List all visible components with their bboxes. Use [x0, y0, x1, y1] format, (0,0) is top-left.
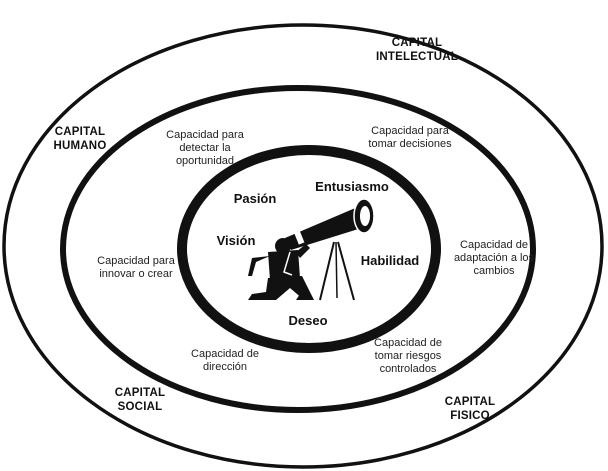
- outer-ellipse: [2, 23, 604, 469]
- label-vision: Visión: [216, 233, 256, 248]
- person-with-telescope-icon: [248, 198, 375, 301]
- label-tomar-riesgos: Capacidad de tomar riesgos controlados: [374, 337, 442, 375]
- label-entusiasmo: Entusiasmo: [315, 179, 389, 194]
- label-adaptacion-cambios: Capacidad de adaptación a los cambios: [453, 239, 535, 277]
- inner-ellipse: [177, 145, 441, 353]
- middle-ellipse: [60, 85, 536, 413]
- label-direccion: Capacidad de dirección: [191, 348, 259, 373]
- label-innovar-crear: Capacidad para innovar o crear: [97, 255, 175, 280]
- label-habilidad: Habilidad: [360, 253, 420, 268]
- label-detectar-oportunidad: Capacidad para detectar la oportunidad: [166, 129, 244, 167]
- label-capital-humano: CAPITAL HUMANO: [53, 126, 107, 152]
- label-tomar-decisiones: Capacidad para tomar decisiones: [368, 125, 452, 150]
- label-capital-fisico: CAPITAL FISICO: [444, 396, 496, 422]
- label-capital-social: CAPITAL SOCIAL: [114, 387, 166, 413]
- label-deseo: Deseo: [288, 313, 328, 328]
- label-pasion: Pasión: [233, 191, 277, 206]
- label-capital-intelectual: CAPITAL INTELECTUAL: [375, 37, 459, 63]
